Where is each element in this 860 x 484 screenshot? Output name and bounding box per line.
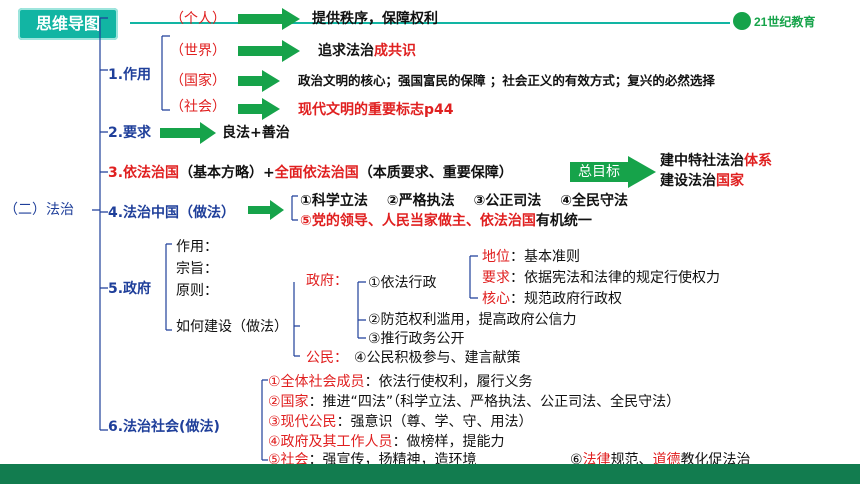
goal-arrow	[570, 156, 656, 188]
citizen-label: 公民：	[306, 350, 348, 366]
sec5-how: 如何建设（做法）	[176, 319, 288, 335]
sec6-item4: ④政府及其工作人员：做榜样，提能力	[268, 434, 505, 450]
arrow-society	[238, 98, 280, 120]
sec3-title: 3.依法治国（基本方略）+全面依法治国（本质要求、重要保障）	[108, 165, 513, 181]
sec4-title: 4.法治中国（做法）	[108, 205, 236, 221]
arrow-world	[238, 40, 300, 62]
tag-personal: （个人）	[170, 11, 226, 27]
text-nation: 政治文明的核心；强国富民的保障 ；社会正义的有效方式；复兴的必然选择	[298, 73, 715, 88]
gov-sub-requirement: 要求：依据宪法和法律的规定行使权力	[482, 270, 720, 286]
goal-nation: 建设法治国家	[660, 173, 744, 189]
sec1-title: 1.作用	[108, 67, 152, 83]
header-divider	[130, 22, 730, 24]
sec5-title: 5.政府	[108, 281, 152, 297]
mindmap-badge: 思维导图	[18, 8, 118, 40]
gov-label: 政府：	[306, 273, 348, 289]
sec5-principle: 原则：	[176, 283, 218, 299]
sec4-line1: ①科学立法 ②严格执法 ③公正司法 ④全民守法	[300, 193, 629, 209]
sec6-item2: ②国家：推进“四法”（科学立法、严格执法、公正司法、全民守法）	[268, 394, 681, 410]
tag-nation: （国家）	[170, 73, 226, 89]
sec5-role: 作用：	[176, 239, 218, 255]
text-personal: 提供秩序，保障权利	[312, 11, 438, 27]
text-world: 追求法治成共识	[318, 43, 416, 59]
tag-world: （世界）	[170, 43, 226, 59]
arrow-nation	[238, 70, 280, 92]
arrow-requirement	[160, 122, 216, 144]
tag-society: （社会）	[170, 99, 226, 115]
gov-item1: ①依法行政	[368, 275, 437, 291]
text-society: 现代文明的重要标志p44	[298, 102, 454, 118]
brand-logo: 21世纪教育	[733, 12, 815, 30]
footer-bar	[0, 464, 860, 484]
sec2-title: 2.要求	[108, 125, 152, 141]
goal-system: 建中特社法治体系	[660, 153, 772, 169]
gov-item2: ②防范权利滥用，提高政府公信力	[368, 312, 577, 328]
gov-item3: ③推行政务公开	[368, 331, 465, 347]
sec6-item3: ③现代公民：强意识（尊、学、守、用法）	[268, 414, 533, 430]
gov-sub-status: 地位：基本准则	[482, 249, 580, 265]
sec4-line2: ⑤党的领导、人民当家做主、依法治国有机统一	[300, 213, 592, 229]
root-node: （二）法治	[4, 202, 74, 218]
sec5-purpose: 宗旨：	[176, 261, 218, 277]
sec6-item1: ①全体社会成员：依法行使权利，履行义务	[268, 374, 533, 390]
runner-icon	[733, 12, 751, 30]
sec2-text: 良法+善治	[222, 125, 290, 141]
gov-sub-core: 核心：规范政府行政权	[482, 291, 622, 307]
arrow-china	[248, 200, 284, 220]
goal-label: 总目标	[578, 164, 620, 180]
arrow-personal	[238, 8, 300, 30]
sec6-title: 6.法治社会(做法)	[108, 419, 220, 435]
logo-text: 21世纪教育	[754, 14, 815, 29]
citizen-item: ④公民积极参与、建言献策	[354, 350, 521, 366]
